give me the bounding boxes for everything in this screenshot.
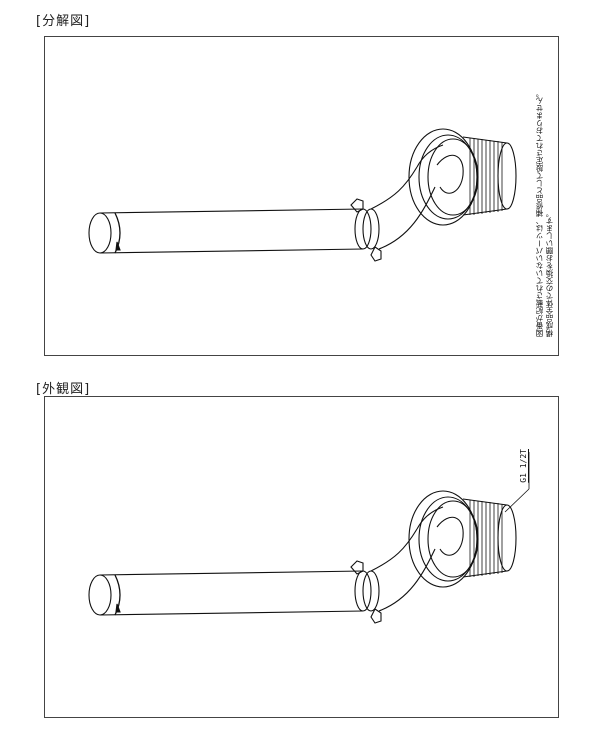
external-view-panel: G1 1/2T [44,396,559,718]
exploded-view-panel: 図番が記載されていないパーツは、補修品として設定されておりません。 構成品全体で… [44,36,559,356]
exploded-view-heading: [分解図] [36,14,91,29]
parts-note-line-2: 構成品全体での交換をお願いします。 [545,209,554,338]
parts-note: 図番が記載されていないパーツは、補修品として設定されておりません。 構成品全体で… [535,67,555,338]
thread-size-label: G1 1/2T [519,449,528,483]
drain-pipe-drawing [88,128,517,262]
drain-pipe-external-drawing [88,452,530,624]
parts-note-line-1: 図番が記載されていないパーツは、補修品として設定されておりません。 [535,89,544,338]
external-view-heading: [外観図] [36,382,91,397]
